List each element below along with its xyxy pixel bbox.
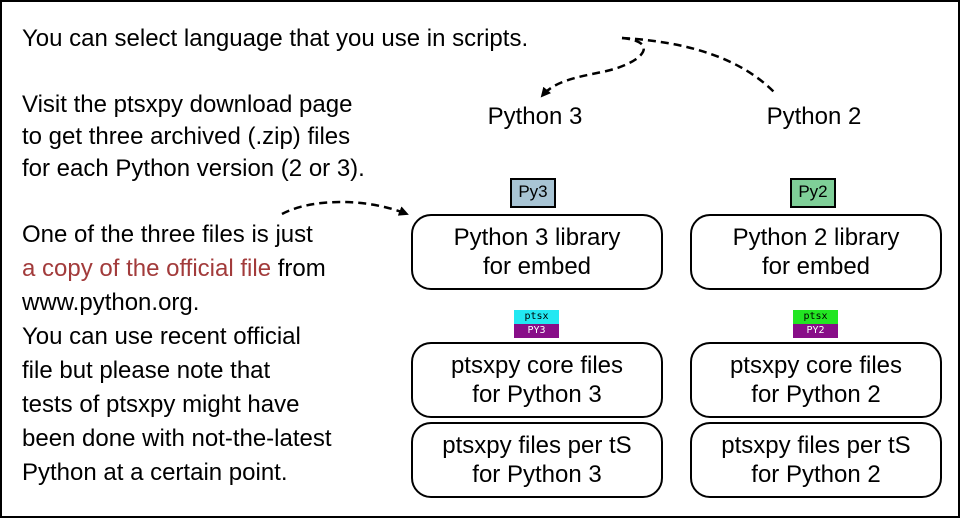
python2-core-files-box: ptsxpy core files for Python 2: [690, 342, 942, 418]
python2-column-title: Python 2: [766, 103, 862, 130]
python3-library-line-1: Python 3 library: [453, 224, 621, 251]
python3-library-box: Python 3 library for embed: [411, 214, 663, 290]
note-text-line-7: been done with not-the-latest: [22, 425, 332, 452]
note-text-line-4: You can use recent official: [22, 323, 301, 350]
py2-tag: Py2: [790, 178, 836, 208]
python3-per-ts-line-2: for Python 3: [472, 461, 602, 488]
note-text-line-6: tests of ptsxpy might have: [22, 391, 300, 418]
visit-text-line-3: for each Python version (2 or 3).: [22, 155, 365, 182]
note-text-line-8: Python at a certain point.: [22, 459, 288, 486]
note-text-line-3: www.python.org.: [22, 289, 200, 316]
python3-core-line-1: ptsxpy core files: [450, 352, 624, 379]
arrow-intro-to-python3: [540, 36, 645, 98]
ptsx-py2-icon-bottom: PY2: [793, 324, 838, 338]
python3-per-ts-box: ptsxpy files per tS for Python 3: [411, 422, 663, 498]
python2-per-ts-line-2: for Python 2: [751, 461, 881, 488]
python3-core-line-2: for Python 3: [472, 381, 602, 408]
python3-core-files-box: ptsxpy core files for Python 3: [411, 342, 663, 418]
python3-column-title: Python 3: [487, 103, 583, 130]
python2-library-line-2: for embed: [761, 253, 871, 280]
visit-text-line-2: to get three archived (.zip) files: [22, 123, 351, 150]
python2-library-line-1: Python 2 library: [732, 224, 900, 251]
python2-core-line-1: ptsxpy core files: [729, 352, 903, 379]
ptsx-py3-icon: ptsx PY3: [514, 310, 559, 338]
intro-text: You can select language that you use in …: [22, 25, 529, 52]
note-text-line-2-tail: from: [271, 255, 326, 282]
note-text-line-5: file but please note that: [22, 357, 271, 384]
python2-core-line-2: for Python 2: [751, 381, 881, 408]
python3-library-line-2: for embed: [482, 253, 592, 280]
ptsx-py3-icon-top: ptsx: [514, 310, 559, 324]
ptsx-py2-icon: ptsx PY2: [793, 310, 838, 338]
python2-per-ts-box: ptsxpy files per tS for Python 2: [690, 422, 942, 498]
note-text-line-2: a copy of the official file from: [22, 254, 326, 284]
ptsx-py3-icon-bottom: PY3: [514, 324, 559, 338]
arrow-note-to-library: [281, 200, 409, 216]
visit-text-line-1: Visit the ptsxpy download page: [22, 91, 353, 118]
arrow-intro-to-python2: [621, 36, 775, 93]
ptsx-py2-icon-top: ptsx: [793, 310, 838, 324]
py3-tag: Py3: [510, 178, 556, 208]
note-text-line-1: One of the three files is just: [22, 221, 313, 248]
official-file-link[interactable]: a copy of the official file: [22, 255, 272, 282]
python2-per-ts-line-1: ptsxpy files per tS: [721, 432, 911, 459]
python3-per-ts-line-1: ptsxpy files per tS: [442, 432, 632, 459]
python2-library-box: Python 2 library for embed: [690, 214, 942, 290]
